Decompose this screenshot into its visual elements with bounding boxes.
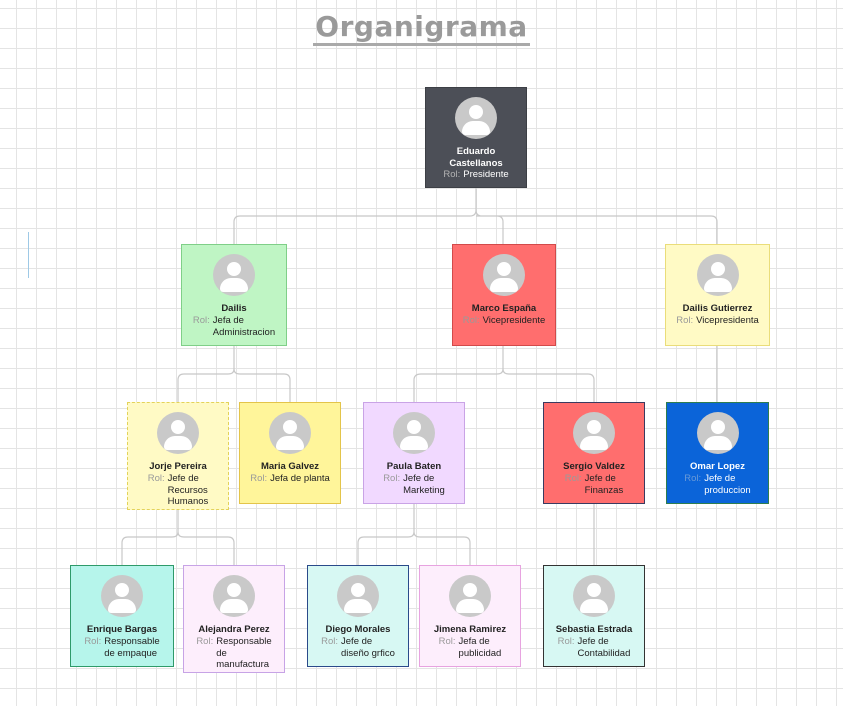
role-label: Rol: (192, 315, 210, 326)
avatar-icon (213, 254, 255, 296)
node-sebastia-estrada[interactable]: Sebastia Estrada Rol:Jefe de Contabilida… (543, 565, 645, 667)
avatar-icon (449, 575, 491, 617)
role-label: Rol: (443, 169, 461, 180)
avatar-icon (573, 412, 615, 454)
node-name: Enrique Bargas (86, 624, 158, 635)
role-value: Jefa de Administracion (212, 315, 276, 338)
role-label: Rol: (557, 636, 575, 647)
role-label: Rol: (462, 315, 480, 326)
node-name: Jimena Ramirez (433, 624, 507, 635)
role-value: Vicepresidenta (696, 315, 759, 326)
role-label: Rol: (383, 473, 401, 484)
node-alejandra-perez[interactable]: Alejandra Perez Rol:Responsable de manuf… (183, 565, 285, 673)
connector-marco (413, 345, 595, 402)
role-value: Jefe de Finanzas (584, 473, 624, 496)
role-label: Rol: (321, 636, 339, 647)
role-value: Jefe de Contabilidad (577, 636, 631, 659)
node-diego-morales[interactable]: Diego Morales Rol:Jefe de diseño grfico (307, 565, 409, 667)
role-value: Jefe de Marketing (403, 473, 445, 496)
node-eduardo-castellanos[interactable]: Eduardo Castellanos Rol:Presidente (425, 87, 527, 188)
node-dailis[interactable]: Dailis Rol:Jefa de Administracion (181, 244, 287, 346)
role-value: Jefa de planta (270, 473, 330, 484)
role-value: Vicepresidente (482, 315, 546, 326)
avatar-icon (455, 97, 497, 139)
avatar-icon (101, 575, 143, 617)
node-maria-galvez[interactable]: Maria Galvez Rol:Jefa de planta (239, 402, 341, 504)
connector-paula (357, 503, 471, 565)
role-value: Responsable de manufactura (216, 636, 272, 670)
avatar-icon (157, 412, 199, 454)
text-cursor (28, 232, 29, 278)
node-sergio-valdez[interactable]: Sergio Valdez Rol:Jefe de Finanzas (543, 402, 645, 504)
avatar-icon (696, 412, 739, 454)
avatar-icon (269, 412, 311, 454)
avatar-icon (696, 254, 739, 296)
connector-president (233, 188, 718, 244)
role-label: Rol: (676, 315, 694, 326)
avatar-icon (393, 412, 435, 454)
node-name: Omar Lopez (690, 461, 745, 472)
role-label: Rol: (196, 636, 214, 647)
role-label: Rol: (84, 636, 102, 647)
node-name: Paula Baten (386, 461, 442, 472)
node-name: Diego Morales (325, 624, 391, 635)
role-label: Rol: (250, 473, 268, 484)
node-name: Sergio Valdez (563, 461, 625, 472)
role-value: Presidente (463, 169, 509, 180)
role-value: Jefe de diseño grfico (341, 636, 395, 659)
role-value: Jefe de Recursos Humanos (167, 473, 209, 507)
node-name: Jorje Pereira (149, 461, 207, 472)
role-label: Rol: (564, 473, 582, 484)
role-label: Rol: (438, 636, 456, 647)
role-value: Jefe de produccion (704, 473, 751, 496)
node-name: Marco España (471, 303, 537, 314)
node-dailis-gutierrez[interactable]: Dailis Gutierrez Rol:Vicepresidenta (665, 244, 770, 346)
node-enrique-bargas[interactable]: Enrique Bargas Rol:Responsable de empaqu… (70, 565, 174, 667)
node-omar-lopez[interactable]: Omar Lopez Rol:Jefe de produccion (666, 402, 769, 504)
avatar-icon (573, 575, 615, 617)
role-value: Responsable de empaque (104, 636, 160, 659)
node-jorje-pereira[interactable]: Jorje Pereira Rol:Jefe de Recursos Human… (127, 402, 229, 510)
connector-jorje (121, 509, 235, 565)
node-name: Alejandra Perez (198, 624, 270, 635)
node-name: Maria Galvez (260, 461, 320, 472)
role-value: Jefa de publicidad (458, 636, 502, 659)
connector-dailis (177, 345, 291, 402)
node-jimena-ramirez[interactable]: Jimena Ramirez Rol:Jefa de publicidad (419, 565, 521, 667)
node-name: Dailis (221, 303, 247, 314)
avatar-icon (213, 575, 255, 617)
role-label: Rol: (684, 473, 702, 484)
node-name: Eduardo Castellanos (449, 146, 503, 169)
role-label: Rol: (147, 473, 165, 484)
avatar-icon (337, 575, 379, 617)
avatar-icon (483, 254, 525, 296)
node-name: Dailis Gutierrez (682, 303, 753, 314)
node-paula-baten[interactable]: Paula Baten Rol:Jefe de Marketing (363, 402, 465, 504)
node-marco-espana[interactable]: Marco España Rol:Vicepresidente (452, 244, 556, 346)
diagram-title: Organigrama (0, 10, 843, 46)
node-name: Sebastia Estrada (555, 624, 633, 635)
